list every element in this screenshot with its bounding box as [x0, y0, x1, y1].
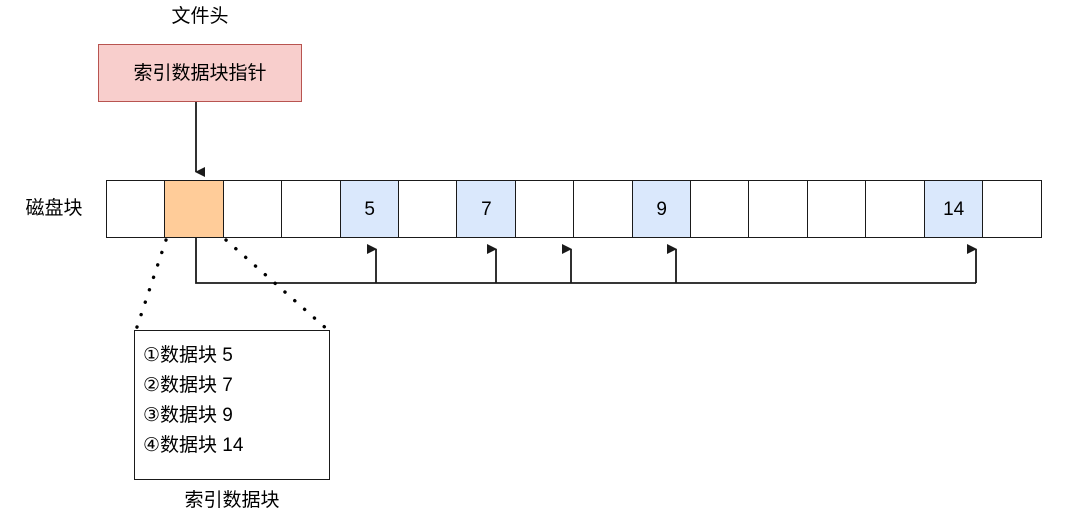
- disk-block-row: 5 7 9 14: [106, 180, 1043, 238]
- disk-cell-data-block: 9: [631, 180, 692, 238]
- disk-cell: [222, 180, 283, 238]
- index-entry: ①数据块 5: [143, 345, 233, 366]
- disk-cell: [806, 180, 867, 238]
- file-header-caption: 文件头: [171, 6, 229, 27]
- index-data-block-box: ①数据块 5 ②数据块 7 ③数据块 9 ④数据块 14: [134, 330, 330, 480]
- disk-cell: [865, 180, 926, 238]
- disk-cell-data-block: 5: [339, 180, 400, 238]
- disk-cell-index-pointer: [164, 180, 225, 238]
- index-block-callout-dotted-lines: [134, 238, 330, 332]
- disk-cell: [748, 180, 809, 238]
- disk-cell: [690, 180, 751, 238]
- index-block-to-data-blocks-bus: [195, 238, 977, 284]
- index-data-block-caption: 索引数据块: [184, 490, 280, 511]
- disk-cell-data-block: 14: [923, 180, 984, 238]
- index-block-pointer-box: 索引数据块指针: [98, 44, 302, 102]
- index-block-pointer-label: 索引数据块指针: [133, 62, 267, 84]
- disk-cell: [281, 180, 342, 238]
- index-entry: ③数据块 9: [143, 405, 233, 426]
- disk-cell-data-block: 7: [456, 180, 517, 238]
- disk-cell: [514, 180, 575, 238]
- disk-cell: [398, 180, 459, 238]
- index-entry: ④数据块 14: [143, 435, 244, 456]
- index-entry: ②数据块 7: [143, 375, 233, 396]
- disk-cell: [106, 180, 166, 238]
- disk-cell: [982, 180, 1043, 238]
- disk-cell: [573, 180, 634, 238]
- disk-block-row-caption: 磁盘块: [25, 198, 83, 219]
